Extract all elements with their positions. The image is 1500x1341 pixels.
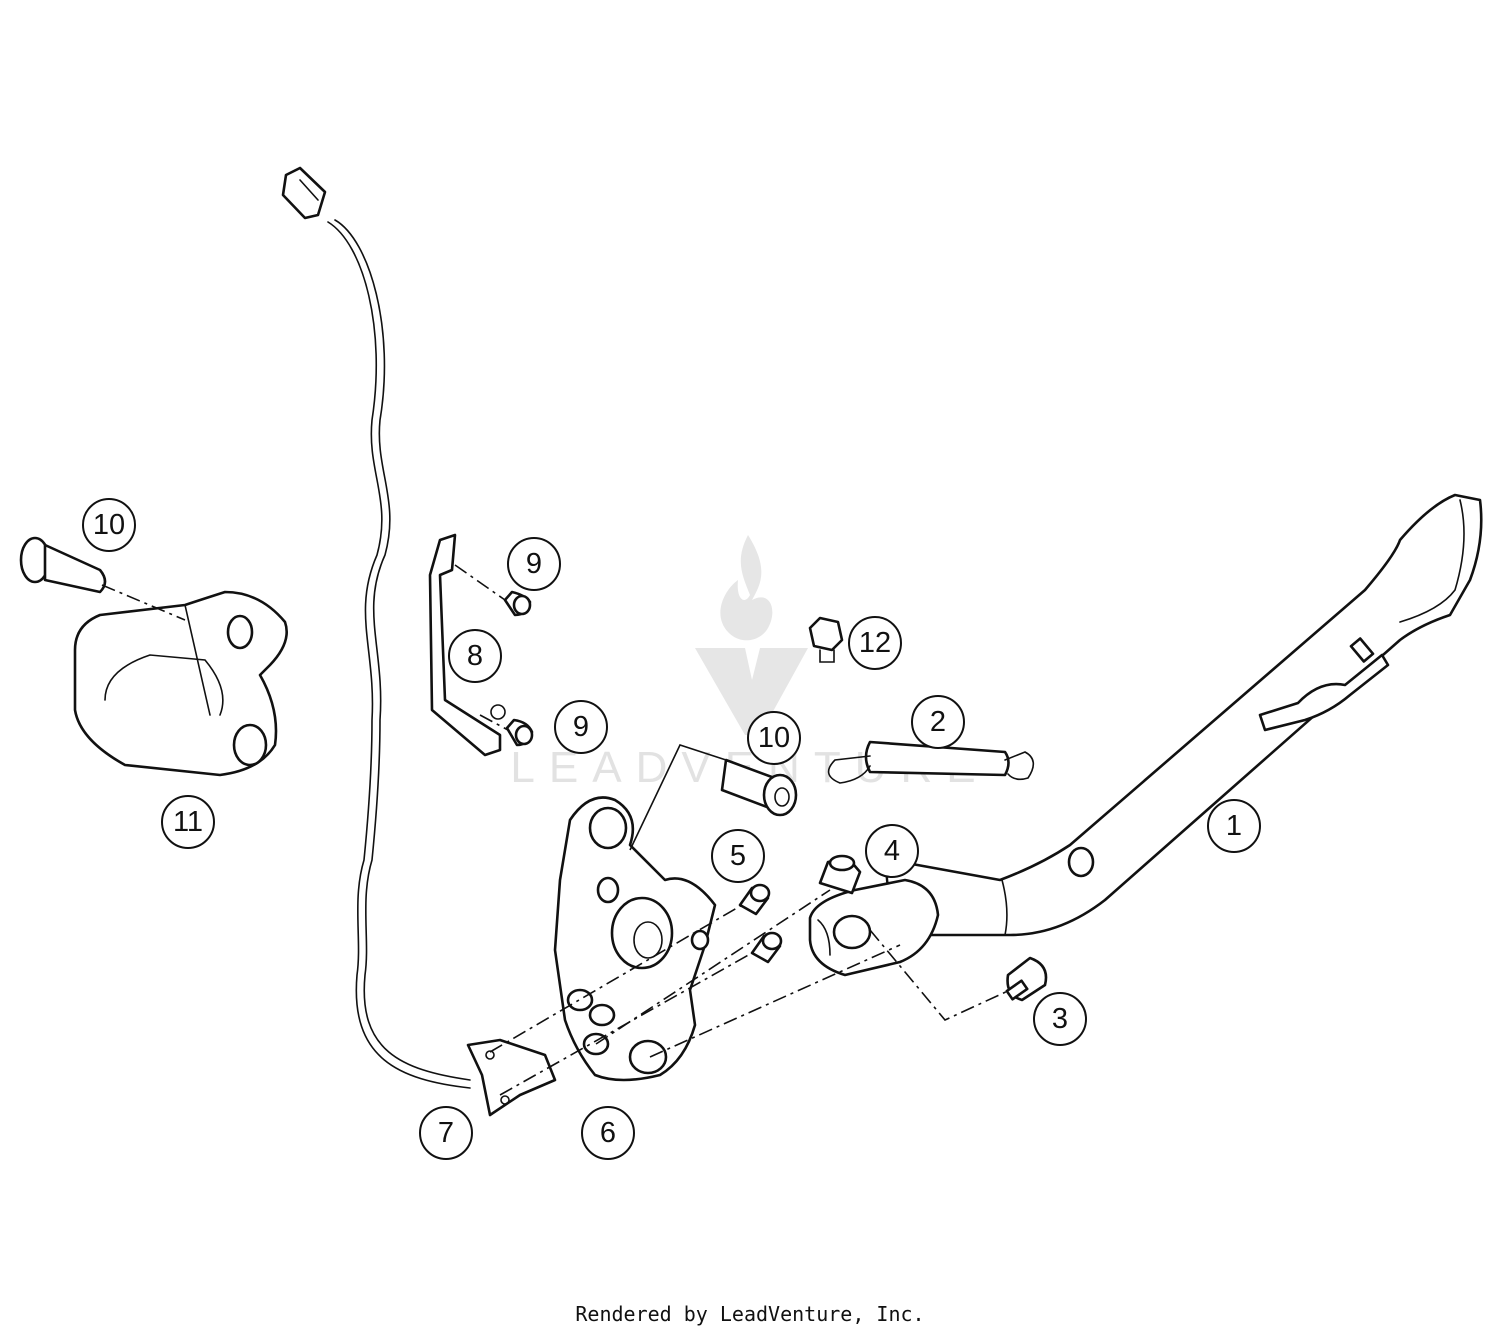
svg-text:10: 10 xyxy=(758,722,790,754)
screw-9a xyxy=(503,590,532,617)
watermark-v-icon xyxy=(695,648,808,735)
watermark-flame-icon xyxy=(720,535,773,641)
svg-text:3: 3 xyxy=(1052,1003,1068,1035)
svg-text:12: 12 xyxy=(859,627,891,659)
callout-2: 2 xyxy=(911,695,965,749)
footer-credit: Rendered by LeadVenture, Inc. xyxy=(575,1302,925,1326)
callout-9-upper: 9 xyxy=(507,537,561,591)
leader-lines xyxy=(101,564,1011,1096)
screw-9b xyxy=(505,718,534,747)
callout-6: 6 xyxy=(581,1106,635,1160)
svg-text:7: 7 xyxy=(438,1117,454,1149)
callout-11: 11 xyxy=(161,795,215,849)
callout-12: 12 xyxy=(848,616,902,670)
screw-5 xyxy=(738,883,771,916)
callout-8: 8 xyxy=(448,629,502,683)
svg-text:6: 6 xyxy=(600,1117,616,1149)
callout-10-left: 10 xyxy=(82,498,136,552)
callout-1: 1 xyxy=(1207,799,1261,853)
bushing-10a xyxy=(19,536,107,594)
svg-text:9: 9 xyxy=(526,548,542,580)
svg-text:11: 11 xyxy=(173,806,203,838)
grease-nipple-4 xyxy=(818,854,862,895)
cover xyxy=(73,590,288,777)
svg-text:2: 2 xyxy=(930,706,946,738)
stand-bracket xyxy=(553,796,717,1082)
callout-10-center: 10 xyxy=(747,711,801,765)
screw-5b xyxy=(750,931,783,964)
svg-text:9: 9 xyxy=(573,711,589,743)
svg-text:8: 8 xyxy=(467,640,483,672)
switch xyxy=(466,1038,557,1117)
side-stand-leg xyxy=(808,493,1483,977)
svg-text:1: 1 xyxy=(1226,810,1242,842)
nut-12 xyxy=(808,616,844,663)
callout-4: 4 xyxy=(865,824,919,878)
callout-5: 5 xyxy=(711,829,765,883)
callout-9-lower: 9 xyxy=(554,700,608,754)
bushing-10b xyxy=(720,758,798,817)
bolt-3 xyxy=(1005,956,1048,1002)
cable-harness xyxy=(281,166,471,1089)
svg-text:5: 5 xyxy=(730,840,746,872)
callout-3: 3 xyxy=(1033,992,1087,1046)
holder-plate xyxy=(428,533,506,757)
callout-7: 7 xyxy=(419,1106,473,1160)
svg-text:4: 4 xyxy=(884,835,900,867)
svg-text:10: 10 xyxy=(93,509,125,541)
spring xyxy=(827,740,1035,784)
